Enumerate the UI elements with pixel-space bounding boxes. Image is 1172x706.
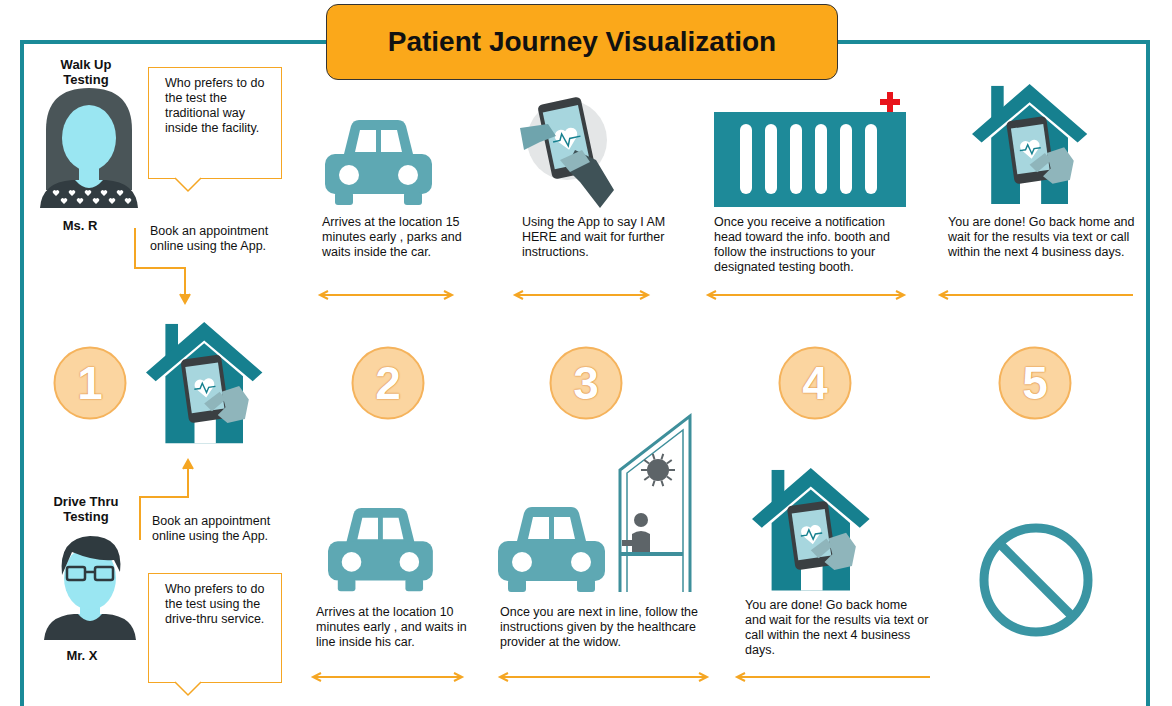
phone-hand-icon — [520, 96, 614, 208]
step-caption: Arrives at the location 10 minutes early… — [316, 605, 484, 650]
persona-label: Ms. R — [58, 218, 102, 233]
persona-label: Mr. X — [60, 648, 104, 663]
persona-label: Drive Thru Testing — [48, 494, 124, 524]
step-number: 4 — [778, 346, 852, 420]
step-caption: Using the App to say I AM HERE and wait … — [522, 215, 672, 260]
step-number-circle: 3 — [549, 346, 623, 420]
step-arrow — [515, 291, 648, 299]
house-icon — [752, 468, 870, 591]
step-number-circle: 5 — [998, 346, 1072, 420]
no-step-icon — [984, 528, 1088, 632]
step-number-circle: 1 — [53, 346, 127, 420]
step-arrow — [320, 291, 452, 299]
step-number: 1 — [53, 346, 127, 420]
step-arrow — [708, 291, 904, 299]
step-number: 2 — [351, 346, 425, 420]
step-caption: Once you are next in line, follow the in… — [500, 605, 718, 650]
step-arrow — [313, 673, 462, 681]
step-caption: Arrives at the location 15 minutes early… — [322, 215, 484, 260]
title-box: Patient Journey Visualization — [326, 4, 838, 80]
step-caption: You are done! Go back home and wait for … — [948, 215, 1148, 260]
house-icon — [972, 84, 1087, 204]
persona-label: Walk Up Testing — [48, 57, 124, 87]
step-caption: Book an appointment online using the App… — [152, 514, 292, 544]
step-number-circle: 2 — [351, 346, 425, 420]
car-icon — [498, 507, 605, 592]
frame — [22, 42, 1148, 706]
callout-pointer — [175, 177, 205, 193]
step-caption: You are done! Go back home and wait for … — [745, 598, 931, 658]
step-arrow — [500, 673, 707, 681]
step-arrow — [940, 291, 1133, 299]
title-text: Patient Journey Visualization — [388, 26, 776, 58]
house-icon — [146, 322, 262, 443]
car-icon — [328, 508, 433, 591]
step-arrow — [737, 673, 930, 681]
car-icon — [325, 120, 432, 205]
callout-text: Who prefers to do the test using the dri… — [165, 582, 271, 627]
persona-callout: Who prefers to do the test the tradition… — [148, 67, 282, 179]
testing-facility-icon — [714, 92, 906, 207]
step-number-circle: 4 — [778, 346, 852, 420]
persona-callout: Who prefers to do the test using the dri… — [148, 573, 282, 683]
step-number: 3 — [549, 346, 623, 420]
step-caption: Book an appointment online using the App… — [150, 224, 290, 254]
man-avatar — [44, 536, 136, 640]
step-caption: Once you receive a notification head tow… — [714, 215, 910, 275]
drive-thru-booth-icon — [620, 416, 690, 592]
step-number: 5 — [998, 346, 1072, 420]
callout-pointer — [175, 681, 205, 697]
woman-avatar — [40, 88, 138, 208]
callout-text: Who prefers to do the test the tradition… — [165, 76, 271, 136]
